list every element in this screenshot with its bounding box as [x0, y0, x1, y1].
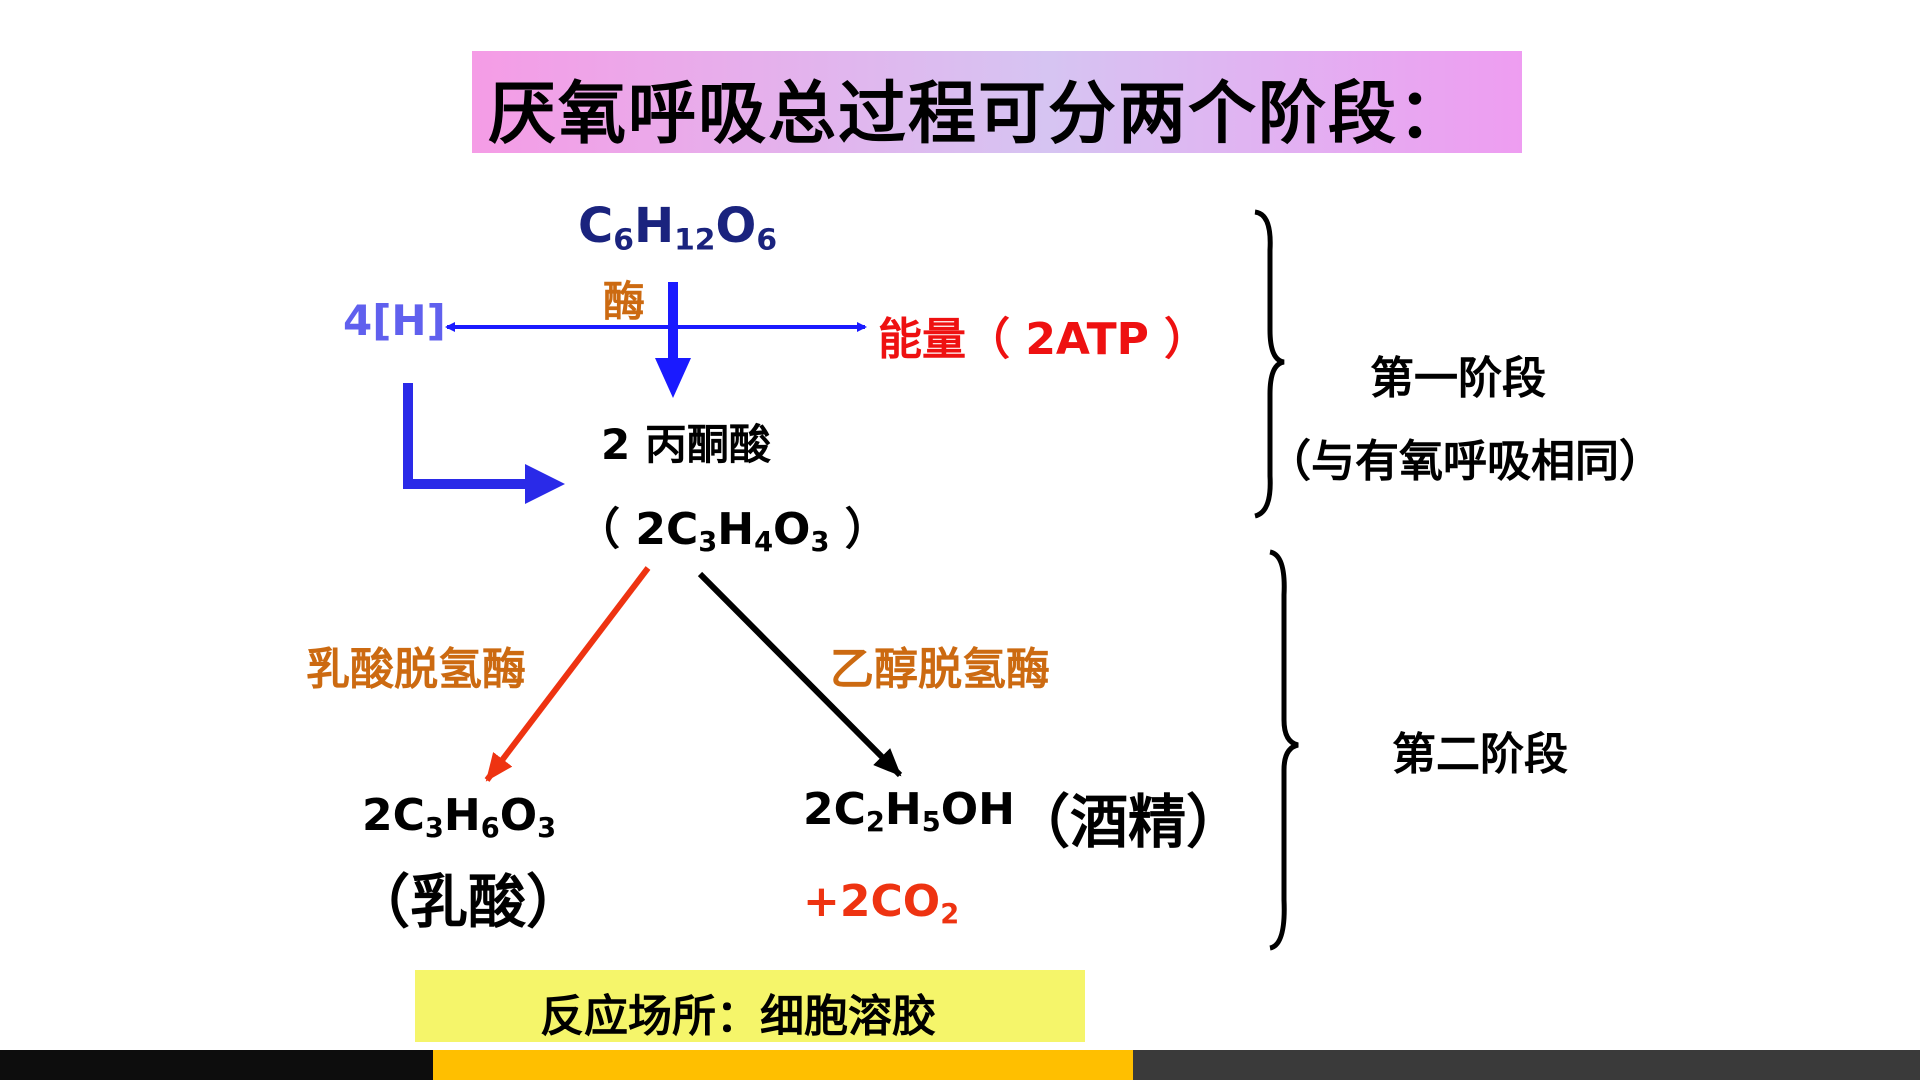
arrow-hydrogen-to-pyruvate-head [525, 464, 565, 504]
pyruvate-formula: （ 2C3H4O3 ） [576, 504, 889, 558]
footer-bar-middle [433, 1050, 1133, 1080]
brace-stage1 [1254, 209, 1285, 519]
arrow-hydrogen-to-pyruvate-shaft [403, 383, 530, 489]
lactate-dehydrogenase-label: 乳酸脱氢酶 [306, 644, 526, 695]
page-title: 厌氧呼吸总过程可分两个阶段： [488, 75, 1469, 154]
energy-label: 能量（ 2ATP ） [878, 314, 1209, 365]
stage1-note: （与有氧呼吸相同） [1267, 436, 1663, 487]
alcohol-dehydrogenase-label: 乙醇脱氢酶 [830, 644, 1050, 695]
arrow-to-ethanol [697, 571, 903, 778]
hydrogen-label: 4[H] [343, 296, 446, 345]
lactic-acid-formula: 2C3H6O3 [362, 790, 557, 844]
footer-bar-right [1133, 1050, 1920, 1080]
arrow-glucose-to-pyruvate-head [655, 358, 691, 398]
ethanol-formula: 2C2H5OH [803, 784, 1015, 838]
stage1-label: 第一阶段 [1370, 353, 1546, 404]
glucose-formula: C6H12O6 [578, 198, 778, 258]
ethanol-name: （酒精） [1012, 788, 1245, 856]
title-banner [472, 51, 1522, 153]
co2-product: +2CO2 [803, 876, 960, 930]
footer-bar-left [0, 1050, 433, 1080]
pyruvate-name: 2 丙酮酸 [601, 420, 771, 469]
enzyme-label: 酶 [603, 277, 646, 326]
arrow-to-lactic [484, 566, 651, 782]
brace-stage2 [1269, 549, 1299, 951]
reaction-site-banner [415, 970, 1085, 1042]
stage2-label: 第二阶段 [1392, 729, 1568, 780]
lactic-acid-name: （乳酸） [352, 868, 585, 936]
reaction-site-label: 反应场所：细胞溶胶 [540, 991, 936, 1042]
